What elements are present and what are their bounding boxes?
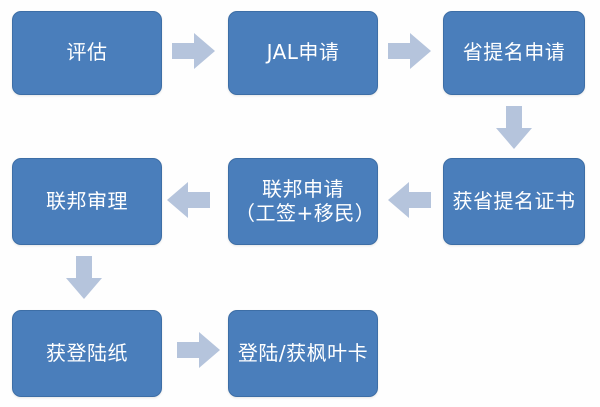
node-label-line2: （工签+移民） <box>235 200 376 225</box>
node-label: 登陆/获枫叶卡 <box>237 340 369 365</box>
node-landing-pr-card[interactable]: 登陆/获枫叶卡 <box>228 310 378 397</box>
node-assessment[interactable]: 评估 <box>12 11 162 95</box>
arrow-left-certificate-to-federal <box>388 180 432 220</box>
arrow-right-landing-paper-to-pr-card <box>177 330 221 370</box>
arrow-right-assessment-to-jal <box>172 31 216 71</box>
node-federal-application[interactable]: 联邦申请 （工签+移民） <box>228 158 378 245</box>
node-federal-review[interactable]: 联邦审理 <box>12 158 162 245</box>
arrow-right-jal-to-pnp <box>388 31 432 71</box>
node-label-line1: 联邦申请 <box>262 176 344 201</box>
node-label: 评估 <box>66 40 108 65</box>
arrow-down-pnp-to-certificate <box>494 106 534 150</box>
node-jal-application[interactable]: JAL申请 <box>228 11 378 95</box>
node-label-multiline: 联邦申请 （工签+移民） <box>235 176 375 225</box>
node-label: 获省提名证书 <box>452 188 576 213</box>
node-landing-paper[interactable]: 获登陆纸 <box>12 310 162 397</box>
node-label: 获登陆纸 <box>46 340 128 365</box>
node-label: 联邦审理 <box>46 188 128 213</box>
node-label: 省提名申请 <box>462 40 566 65</box>
arrow-left-federal-to-review <box>167 180 211 220</box>
arrow-down-review-to-landing-paper <box>64 256 104 300</box>
node-pnp-certificate[interactable]: 获省提名证书 <box>443 158 585 245</box>
node-pnp-application[interactable]: 省提名申请 <box>443 11 585 95</box>
node-label: JAL申请 <box>266 40 340 65</box>
